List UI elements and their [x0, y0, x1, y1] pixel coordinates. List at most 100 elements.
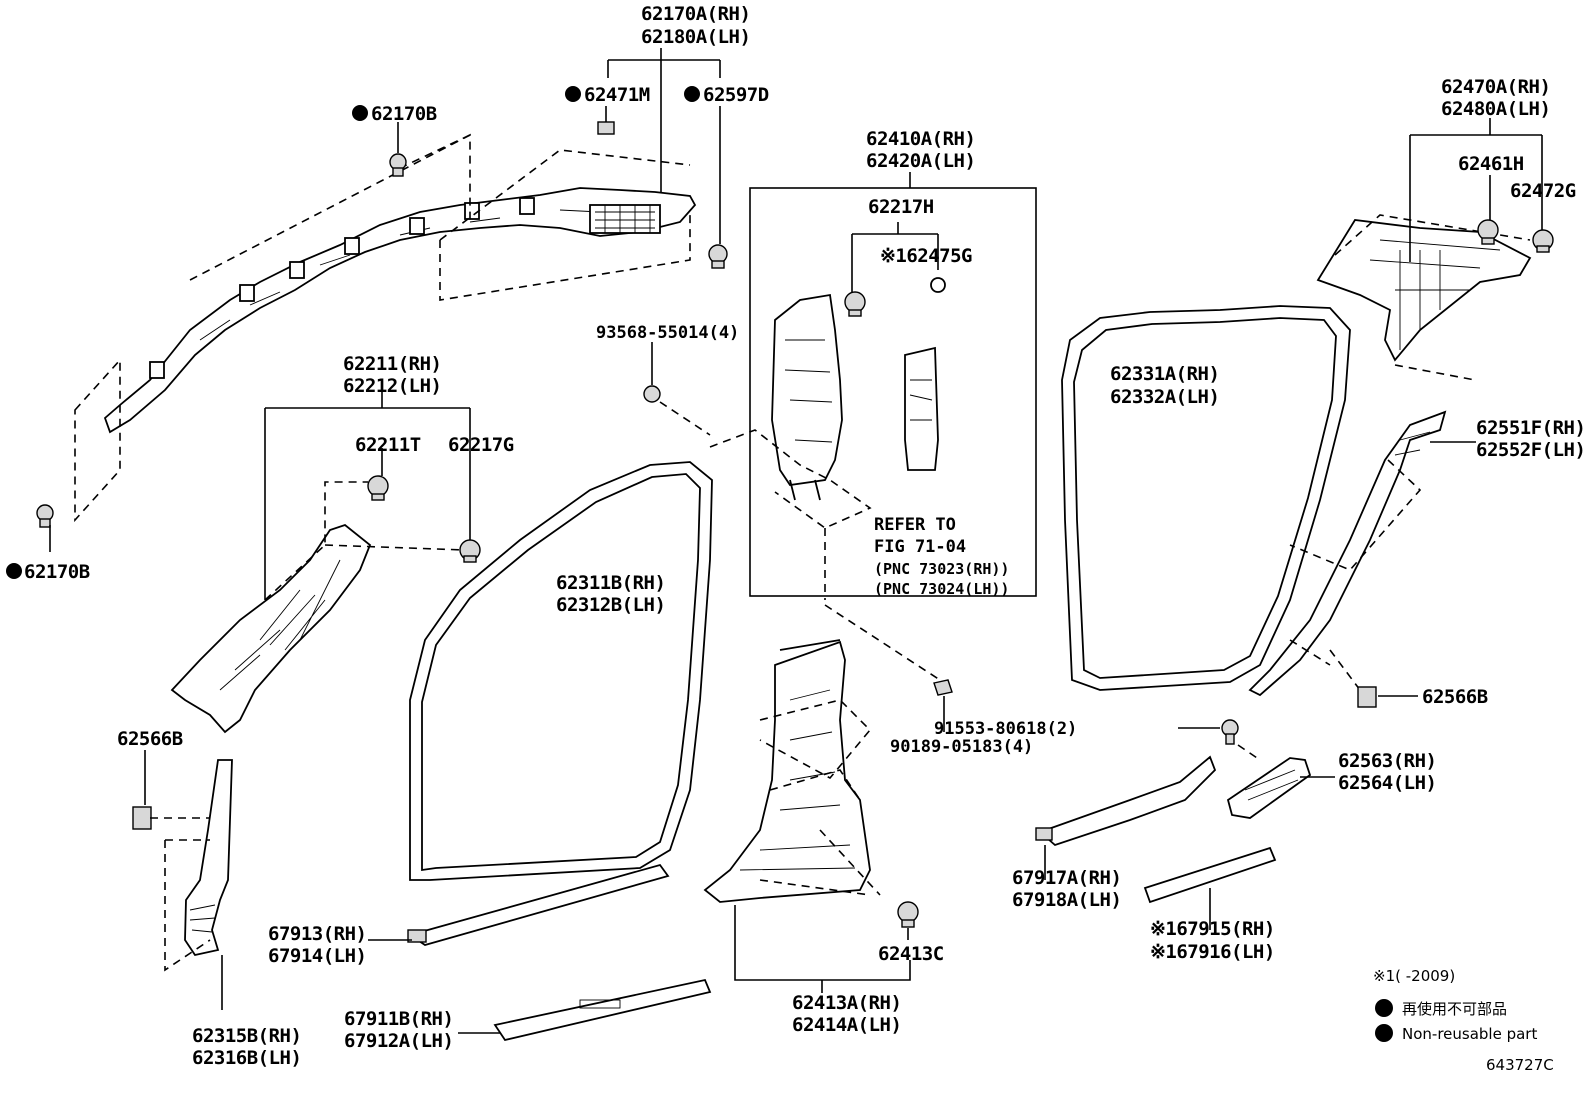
center-pillar-lower-garnish-part [703, 639, 871, 903]
label-62211T: 62211T [355, 434, 421, 456]
legend-note: ※1( -2009) [1373, 967, 1455, 985]
cap-62475G-icon [930, 277, 946, 293]
label-62551F-rh: 62551F(RH) [1476, 417, 1585, 439]
clip-62472G-icon [1532, 229, 1554, 253]
label-62331A-rh: 62331A(RH) [1110, 363, 1219, 385]
roof-side-garnish-part [103, 187, 697, 434]
rear-door-weatherstrip-part [1061, 305, 1351, 691]
label-62480A-lh: 62480A(LH) [1441, 98, 1550, 120]
seatbelt-anchor-cover-part [904, 346, 939, 471]
refer-to-label-4: (PNC 73024(LH)) [874, 580, 1009, 598]
label-62170B-bottom: 62170B [24, 561, 90, 583]
rear-scuff-plate-inner-part [1035, 755, 1217, 847]
refer-to-label-2: FIG 71-04 [874, 537, 966, 557]
label-62170A-rh: 62170A(RH) [641, 3, 750, 25]
quarter-trim-part [1248, 410, 1447, 697]
front-door-weatherstrip-part [409, 461, 713, 881]
label-93568: 93568-55014(4) [596, 323, 739, 343]
cowl-side-trim-part [184, 759, 233, 957]
label-62217G: 62217G [448, 434, 514, 456]
leader-62211-bracket [264, 392, 471, 600]
leader-62413A-bracket [734, 905, 911, 993]
label-62597D: 62597D [703, 84, 769, 106]
non-reusable-bullet-62170B-bottom [6, 563, 22, 579]
clip-62566B-right-icon [1357, 686, 1377, 708]
label-62470A-rh: 62470A(RH) [1441, 76, 1550, 98]
label-62475G: ※162475G [880, 245, 972, 267]
center-pillar-upper-dashed [709, 429, 872, 600]
legend: ※1( -2009) 再使用不可部品 Non-reusable part [1373, 967, 1537, 1043]
clip-62461H-icon [1477, 219, 1499, 245]
front-scuff-plate-inner-part [407, 863, 670, 946]
clip-62597D-icon [708, 244, 728, 269]
roof-garnish-dashed-outline [74, 133, 691, 523]
clip-62170B-bottom-icon [36, 504, 54, 528]
screw-93568-icon [643, 385, 661, 403]
label-62413A-rh: 62413A(RH) [792, 992, 901, 1014]
label-62211-rh: 62211(RH) [343, 353, 441, 375]
label-62472G: 62472G [1510, 180, 1576, 202]
non-reusable-bullet-62471M [565, 86, 581, 102]
front-pillar-garnish-part [170, 523, 372, 734]
rear-door-sill-bracket-part [1226, 757, 1312, 819]
non-reusable-bullet-62597D [684, 86, 700, 102]
label-62566B-left: 62566B [117, 728, 183, 750]
bolt-91553-icon [1221, 719, 1239, 745]
leader-62217H-bracket [851, 222, 939, 295]
label-67917A-rh: 67917A(RH) [1012, 867, 1121, 889]
label-62180A-lh: 62180A(LH) [641, 26, 750, 48]
label-62420A-lh: 62420A(LH) [866, 150, 975, 172]
label-62563-rh: 62563(RH) [1338, 750, 1436, 772]
center-pillar-upper-garnish-part [771, 293, 843, 501]
quarter-trim-dashed [1289, 459, 1422, 691]
label-67915-rh: ※167915(RH) [1150, 918, 1275, 940]
label-67913-rh: 67913(RH) [268, 923, 366, 945]
clip-62413C-icon [897, 901, 919, 928]
label-62566B-right: 62566B [1422, 686, 1488, 708]
non-reusable-bullet-62170B-top [352, 105, 368, 121]
refer-to-label-1: REFER TO [874, 515, 956, 535]
label-62471M: 62471M [584, 84, 650, 106]
legend-bullet-en [1375, 1024, 1393, 1042]
label-62332A-lh: 62332A(LH) [1110, 386, 1219, 408]
clip-62211T-icon [367, 475, 389, 501]
legend-non-reusable-en: Non-reusable part [1402, 1025, 1537, 1043]
label-67918A-lh: 67918A(LH) [1012, 889, 1121, 911]
label-62316B-lh: 62316B(LH) [192, 1047, 301, 1069]
front-door-scuff-plate-part [493, 978, 712, 1042]
clip-90189-icon [933, 679, 953, 696]
label-62461H: 62461H [1458, 153, 1524, 175]
label-62413C: 62413C [878, 943, 944, 965]
figure-number: 643727C [1486, 1056, 1554, 1074]
center-pillar-lower-dashed [759, 604, 941, 896]
rear-roof-side-garnish-part [1316, 219, 1532, 362]
bolt-91553-dashed [1237, 744, 1261, 761]
front-pillar-dashed-outline [264, 481, 466, 601]
label-62552F-lh: 62552F(LH) [1476, 439, 1585, 461]
rear-door-scuff-plate-part [1143, 846, 1277, 904]
clip-62217H-icon [844, 291, 866, 317]
legend-bullet-jp [1375, 999, 1393, 1017]
legend-non-reusable-jp: 再使用不可部品 [1402, 1000, 1507, 1018]
clip-62217G-icon [459, 539, 481, 563]
clip-62170B-top-icon [389, 153, 407, 177]
clip-62566B-left-icon [132, 806, 152, 830]
label-90189: 90189-05183(4) [890, 737, 1033, 757]
label-62170B-top: 62170B [371, 103, 437, 125]
leader-62170A-bracket [607, 48, 721, 192]
screw-93568-dashed [659, 401, 711, 436]
label-62414A-lh: 62414A(LH) [792, 1014, 901, 1036]
label-67911B-rh: 67911B(RH) [344, 1008, 453, 1030]
label-62312B-lh: 62312B(LH) [556, 594, 665, 616]
label-62564-lh: 62564(LH) [1338, 772, 1436, 794]
center-pillar-upper-box [749, 187, 1037, 597]
label-67914-lh: 67914(LH) [268, 945, 366, 967]
cowl-trim-dashed-outline [150, 817, 211, 972]
label-62315B-rh: 62315B(RH) [192, 1025, 301, 1047]
label-62217H: 62217H [868, 196, 934, 218]
leader-62470A-bracket [1409, 118, 1543, 262]
label-62311B-rh: 62311B(RH) [556, 572, 665, 594]
label-67912A-lh: 67912A(LH) [344, 1030, 453, 1052]
refer-to-label-3: (PNC 73023(RH)) [874, 560, 1009, 578]
